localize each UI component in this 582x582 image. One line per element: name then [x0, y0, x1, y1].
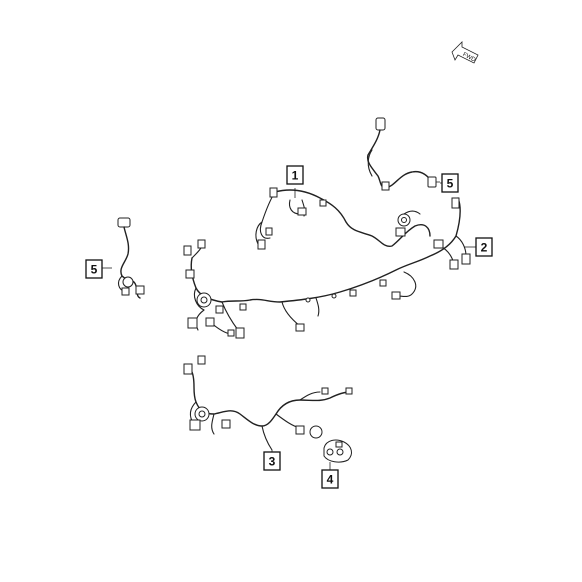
harness-5-left — [117, 217, 145, 299]
callout-3: 3 — [263, 451, 281, 471]
harness-1 — [255, 187, 431, 250]
callout-4-label: 4 — [327, 473, 334, 487]
callout-5-left-label: 5 — [91, 263, 98, 277]
callout-5-left: 5 — [85, 259, 103, 279]
leader-lines — [102, 182, 476, 470]
harness-3 — [183, 355, 353, 451]
harness-2 — [183, 197, 471, 339]
callout-2-label: 2 — [481, 241, 488, 255]
callout-5-right: 5 — [441, 173, 459, 193]
callout-3-label: 3 — [269, 455, 276, 469]
callout-5-right-label: 5 — [447, 177, 454, 191]
harness-5-upper — [366, 117, 440, 191]
part-4-connector — [323, 439, 352, 463]
callout-4: 4 — [321, 469, 339, 489]
forward-direction-arrow: FWD — [451, 41, 479, 64]
callout-2: 2 — [475, 237, 493, 257]
callout-1: 1 — [286, 165, 304, 185]
callout-1-label: 1 — [292, 169, 299, 183]
